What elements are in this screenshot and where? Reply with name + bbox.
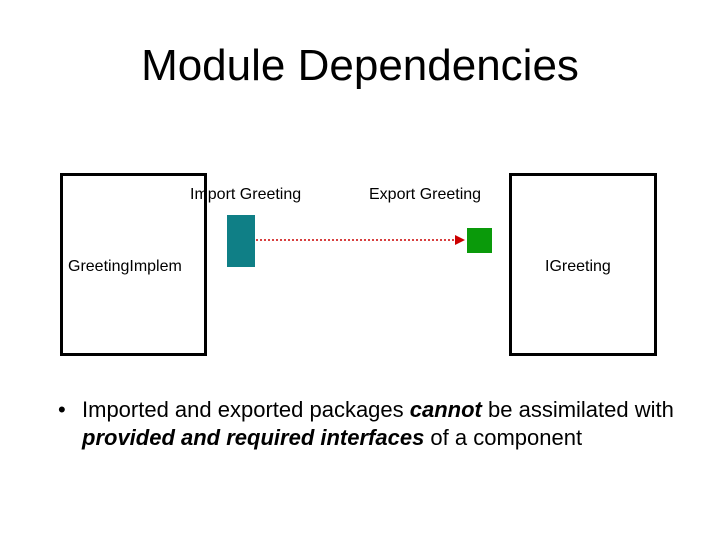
bullet-dot-icon: • — [58, 397, 66, 422]
bullet-emphasis-cannot: cannot — [409, 397, 482, 422]
import-package-port — [227, 215, 255, 267]
bullet-text-2: be assimilated with — [481, 397, 674, 422]
bullet-emphasis-interfaces: provided and required interfaces — [82, 425, 425, 450]
bullet-text-3: of a component — [424, 425, 583, 450]
greeting-implem-label: GreetingImplem — [68, 258, 182, 275]
export-greeting-label: Export Greeting — [369, 186, 482, 203]
bullet-list: • Imported and exported packages cannot … — [58, 396, 698, 452]
igreeting-label: IGreeting — [545, 258, 611, 275]
bullet-item: • Imported and exported packages cannot … — [58, 396, 698, 452]
export-package-port — [467, 228, 492, 253]
module-box-igreeting — [509, 173, 657, 356]
slide-title: Module Dependencies — [141, 41, 579, 90]
module-box-greeting-implem — [60, 173, 207, 356]
bullet-text-1: Imported and exported packages — [82, 397, 410, 422]
import-greeting-label: Import Greeting — [190, 186, 302, 203]
